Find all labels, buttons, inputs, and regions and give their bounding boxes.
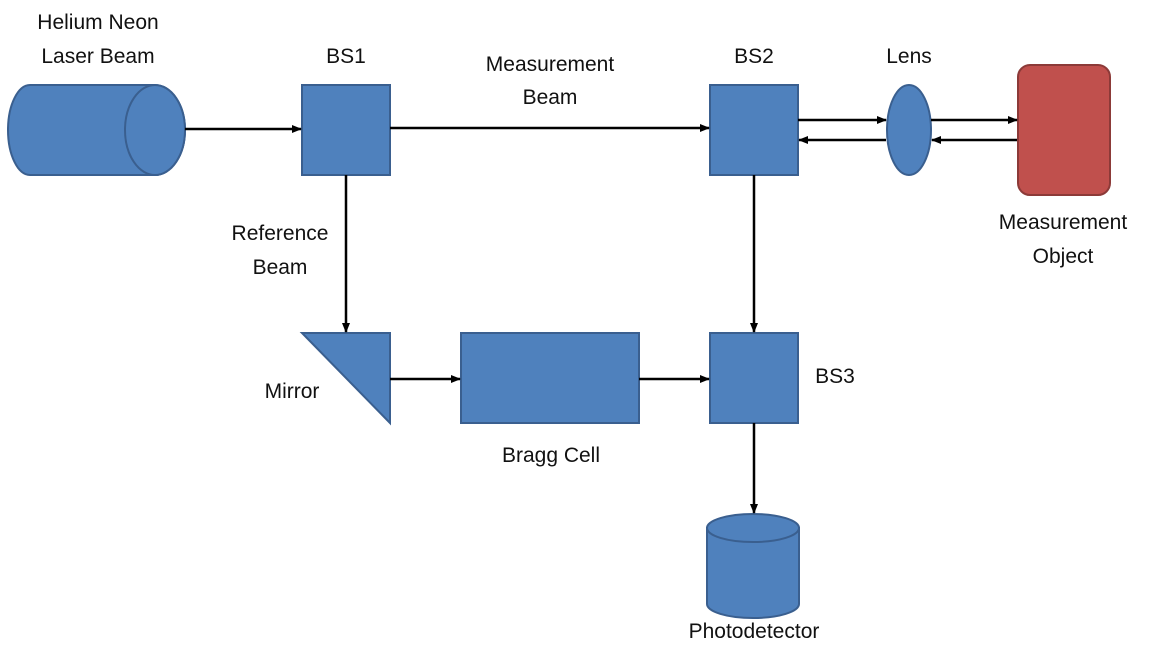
measurement-beam-label-line2: Beam	[523, 86, 578, 109]
lens-shape	[886, 84, 932, 176]
bs3-label: BS3	[815, 365, 855, 388]
photodetector-label: Photodetector	[689, 620, 820, 643]
mirror-label: Mirror	[265, 380, 320, 403]
laser-label-line2: Laser Beam	[41, 45, 154, 68]
photodetector-cylinder	[706, 513, 800, 619]
reference-beam-label-line2: Beam	[253, 256, 308, 279]
bragg-cell-shape	[460, 332, 640, 424]
mirror-shape	[299, 332, 391, 426]
laser-label-line1: Helium Neon	[37, 11, 158, 34]
measurement-object-shape	[1017, 64, 1111, 196]
bragg-cell-label: Bragg Cell	[502, 444, 600, 467]
bs2-label: BS2	[734, 45, 774, 68]
bs2-beam-splitter	[709, 84, 799, 176]
laser-cylinder	[7, 84, 186, 176]
measurement-object-label-line1: Measurement	[999, 211, 1128, 234]
measurement-object-label-line2: Object	[1033, 245, 1094, 268]
bs3-beam-splitter	[709, 332, 799, 424]
measurement-beam-label-line1: Measurement	[486, 53, 615, 76]
bs1-beam-splitter	[301, 84, 391, 176]
bs1-label: BS1	[326, 45, 366, 68]
lens-label: Lens	[886, 45, 932, 68]
reference-beam-label-line1: Reference	[232, 222, 329, 245]
